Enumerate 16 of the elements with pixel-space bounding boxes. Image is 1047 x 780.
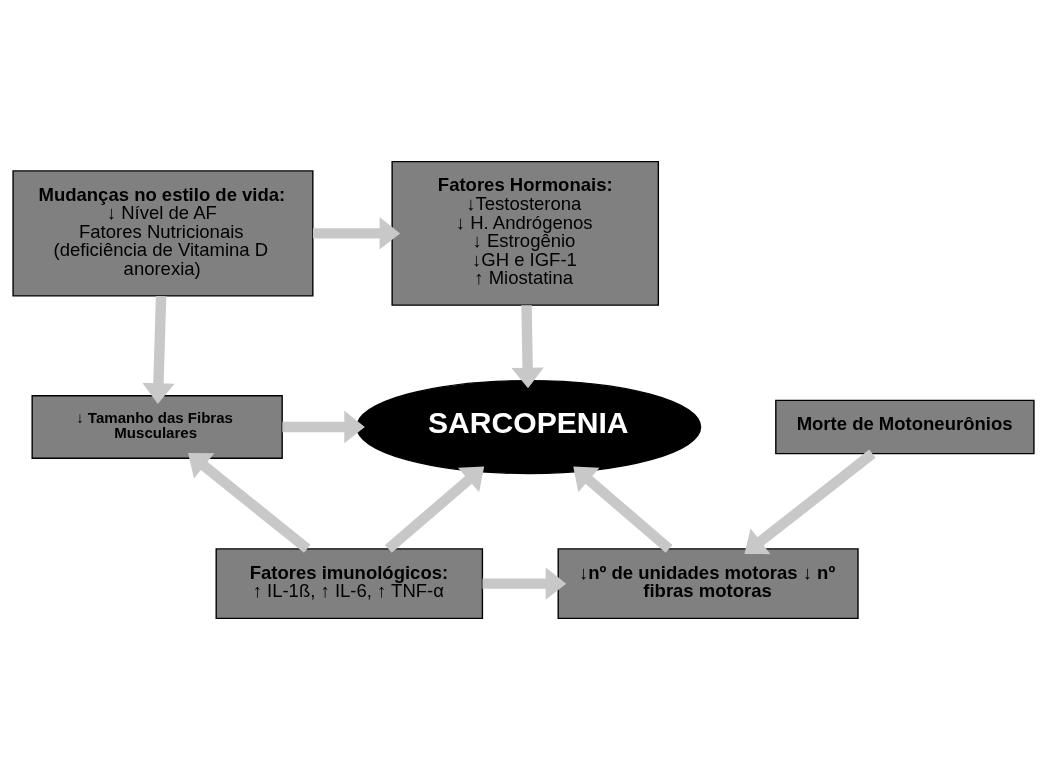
- arrow: [482, 567, 567, 600]
- arrow: [744, 449, 876, 555]
- arrow: [312, 217, 401, 250]
- node-box: ↓nº de unidades motoras ↓ nº fibras motoras: [557, 548, 859, 620]
- node-box: ↓ Tamanho das Fibras Musculares: [31, 395, 283, 459]
- arrow: [573, 466, 673, 553]
- arrow: [282, 410, 365, 444]
- arrow: [511, 305, 544, 389]
- arrow: [385, 466, 485, 553]
- node-box: Mudanças no estilo de vida: ↓ Nível de AF Fatores Nutricionais (deficiência de Vitamina D anorexia): [12, 170, 314, 297]
- node-box: Morte de Motoneurônios: [775, 399, 1035, 455]
- node-ellipse: SARCOPENIA: [356, 379, 702, 475]
- arrow: [142, 296, 175, 404]
- node-box: Fatores Hormonais: ↓Testosterona ↓ H. Andrógenos ↓ Estrogênio ↓GH e IGF-1 ↑ Miostatina: [391, 160, 660, 306]
- node-box: Fatores imunológicos: ↑ IL-1ß, ↑ IL-6, ↑ TNF-α: [215, 548, 484, 620]
- arrow: [188, 453, 311, 553]
